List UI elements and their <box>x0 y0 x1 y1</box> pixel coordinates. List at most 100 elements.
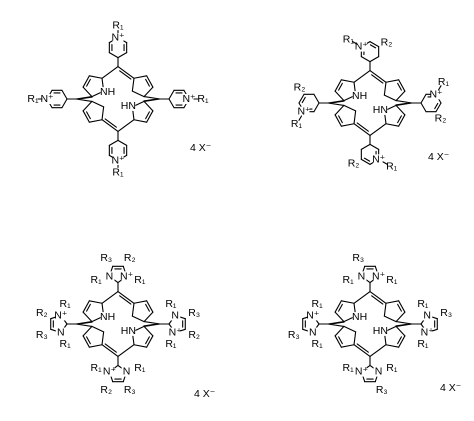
imidazolium-n: N <box>375 366 383 378</box>
bond-line <box>313 93 320 104</box>
bond-line <box>383 81 387 96</box>
label-mask <box>307 310 318 321</box>
bond-line <box>385 79 400 83</box>
imidazolium-n: N⁺ <box>372 270 385 282</box>
label-mask <box>352 312 367 323</box>
bond-line <box>82 110 90 123</box>
r3-label: R₃ <box>352 252 364 264</box>
imidazolium-n: N <box>171 309 179 321</box>
bond-line <box>334 79 342 92</box>
bond-line <box>146 335 154 348</box>
imidazolium-n: N⁺ <box>306 309 319 321</box>
label-mask <box>170 310 181 321</box>
bond-line <box>334 300 342 313</box>
bond-line <box>91 100 105 108</box>
counterion-label-2: 4 X⁻ <box>428 151 449 163</box>
label-mask <box>373 104 388 115</box>
bond-line <box>434 102 439 110</box>
bond-line <box>145 303 150 312</box>
bond-line <box>334 325 345 337</box>
bond-line <box>143 325 154 337</box>
bond-line <box>369 56 380 63</box>
r1-label: R₁ <box>112 20 124 32</box>
label-mask <box>373 325 388 336</box>
bond-line <box>131 302 135 317</box>
bond-line <box>143 323 156 327</box>
imidazolium-n: N <box>309 327 317 339</box>
bond-line <box>145 336 150 345</box>
pyridinium-n: N⁺ <box>182 93 195 105</box>
r2-label: R₂ <box>294 81 306 93</box>
bond-line <box>398 300 406 313</box>
bond-line <box>395 100 413 104</box>
bond-line <box>117 344 135 357</box>
bond-line <box>133 119 148 123</box>
r2-label: R₂ <box>188 329 200 341</box>
bond-line <box>145 78 150 87</box>
bond-line <box>143 311 154 323</box>
bond-line <box>437 85 442 91</box>
bond-line <box>143 100 154 112</box>
nh-label: NH <box>100 311 115 323</box>
bond-line <box>369 41 380 48</box>
bond-line <box>119 295 132 305</box>
bond-line <box>86 303 91 312</box>
r1-label: R₁ <box>165 338 177 350</box>
pyridinium-n: N⁺ <box>372 153 385 165</box>
counterion-label-4: 4 X⁻ <box>440 382 461 394</box>
label-mask <box>430 89 442 100</box>
label-mask <box>104 366 115 377</box>
bond-line <box>133 344 148 348</box>
bond-line <box>343 325 357 333</box>
bond-line <box>104 343 117 353</box>
r1-label: R₁ <box>417 298 429 310</box>
bond-line <box>298 93 305 104</box>
bond-line <box>86 336 91 345</box>
label-mask <box>55 310 66 321</box>
pyridinium-n: N⁺ <box>297 106 310 118</box>
r1-label: R₁ <box>197 93 209 105</box>
bond-line <box>369 291 387 304</box>
bond-line <box>117 66 135 79</box>
r3-label: R₃ <box>288 329 300 341</box>
bond-line <box>88 344 103 348</box>
bond-line <box>353 110 357 125</box>
label-mask <box>373 271 384 282</box>
imidazolium-n: N <box>106 270 114 282</box>
bond-line <box>353 123 371 136</box>
r3-label: R₃ <box>440 307 452 319</box>
bond-line <box>82 86 93 98</box>
bond-line <box>143 98 156 102</box>
pyridinium-n: N⁺ <box>429 88 442 100</box>
r1-label: R₁ <box>386 362 398 374</box>
bond-line <box>383 94 397 102</box>
bond-line <box>334 311 345 323</box>
bond-line <box>91 325 105 333</box>
r2-label: R₂ <box>124 252 136 264</box>
r1-label: R₁ <box>27 93 39 105</box>
label-mask <box>356 271 367 282</box>
r1-label: R₁ <box>91 362 103 374</box>
r1-label: R₁ <box>386 160 398 172</box>
bond-line <box>352 41 358 45</box>
imidazolium-n: N⁺ <box>169 327 182 339</box>
imidazolium-n: N <box>358 270 366 282</box>
label-mask <box>373 366 384 377</box>
imidazolium-n: N⁺ <box>421 327 434 339</box>
bond-line <box>340 79 355 83</box>
bond-line <box>395 90 406 102</box>
bond-line <box>133 300 148 304</box>
bond-line <box>133 75 148 79</box>
bond-line <box>435 102 442 113</box>
bond-line <box>82 325 93 337</box>
bond-line <box>369 143 380 150</box>
bond-line <box>146 300 154 313</box>
bond-line <box>398 79 406 92</box>
r1-label: R₁ <box>343 34 355 46</box>
label-mask <box>352 91 367 102</box>
bond-line <box>82 75 90 88</box>
bond-line <box>397 303 402 312</box>
